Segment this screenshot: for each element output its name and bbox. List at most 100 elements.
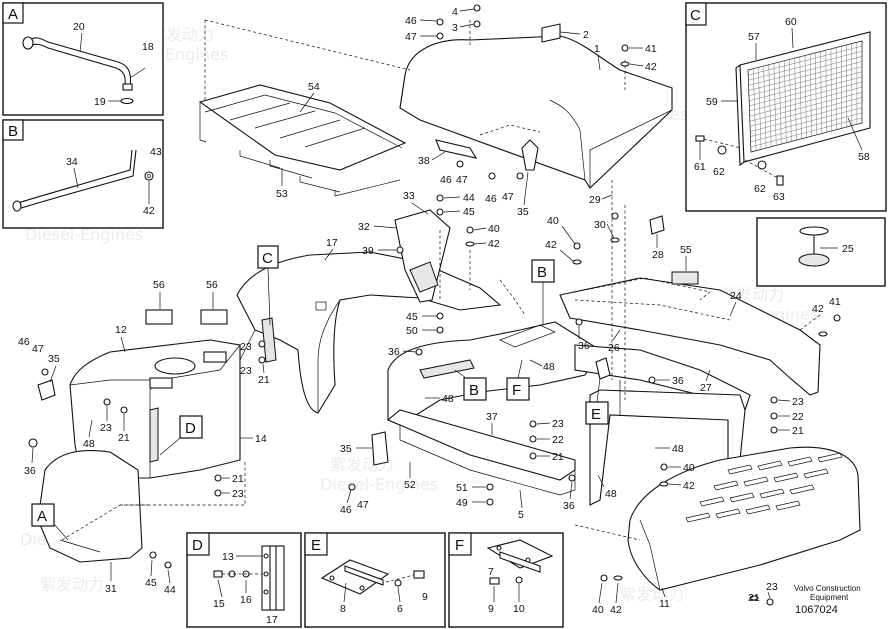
tag-b-mid: [463, 377, 487, 401]
tag-f-letter: F: [512, 382, 521, 399]
callout: 36: [388, 346, 400, 358]
callout: 38: [418, 155, 430, 167]
callout: 49: [456, 497, 468, 509]
callout-8: 8: [340, 603, 346, 615]
callout: 47: [456, 174, 468, 186]
callout: 41: [645, 43, 657, 55]
callout: 2: [583, 29, 589, 41]
callout: 30: [594, 219, 606, 231]
watermark-en: Diesel-Engines: [320, 475, 438, 494]
callout-7: 7: [488, 566, 494, 578]
callout: 40: [683, 462, 695, 474]
callout-62b: 62: [754, 183, 766, 195]
callout: 42: [545, 239, 557, 251]
callout: 36: [563, 500, 575, 512]
callout: 23: [240, 365, 252, 377]
callout-9: 9: [488, 603, 494, 615]
callout-34: 34: [66, 156, 78, 168]
footer-line2: Equipment: [810, 593, 849, 602]
callout-60: 60: [785, 16, 797, 28]
callout: 41: [829, 296, 841, 308]
callout-labels: 46 47 4 3 2 1 41 42 54 38 46 47 46 47 35…: [18, 6, 841, 616]
callout: 29: [589, 194, 601, 206]
callout: 46: [18, 336, 30, 348]
callout: 3: [452, 22, 458, 34]
top-cover-panel: [399, 35, 673, 189]
drawing-number: 1067024: [795, 604, 838, 616]
callout: 44: [164, 584, 176, 596]
callout-9: 9: [422, 591, 428, 603]
inset-f: F 7 9 10: [448, 532, 564, 628]
callout: 50: [406, 325, 418, 337]
callout-19: 19: [94, 96, 106, 108]
inset-e: E 8 6 9: [304, 532, 446, 628]
callout: 42: [683, 480, 695, 492]
inset-f-tag: [448, 532, 472, 556]
callout: 23: [552, 418, 564, 430]
callout: 23: [792, 396, 804, 408]
view-tags: C D A B B F E: [31, 245, 609, 541]
callout: 32: [358, 221, 370, 233]
callout: 11: [659, 598, 670, 610]
callout: 36: [578, 340, 590, 352]
inset-a-tag: [2, 2, 24, 24]
callout: 47: [32, 343, 44, 355]
callout: 21: [748, 592, 760, 604]
callout: 46: [340, 504, 352, 516]
callout-58: 58: [858, 151, 870, 163]
callout-15: 15: [213, 598, 225, 610]
watermark-cn: 紫发动力: [620, 585, 684, 604]
callout-18: 18: [142, 41, 154, 53]
inset-a-letter: A: [8, 6, 18, 23]
callout: 42: [488, 238, 500, 250]
callout: 48: [672, 443, 684, 455]
callout: 23: [100, 422, 112, 434]
inset-c-letter: C: [690, 7, 701, 24]
callout-63: 63: [773, 191, 785, 203]
inset-b-frame: [2, 119, 164, 229]
callout: 42: [645, 61, 657, 73]
callout: 44: [463, 192, 475, 204]
callout: 46: [405, 15, 417, 27]
callout: 21: [258, 374, 270, 386]
footer: Volvo Construction Equipment 1067024: [794, 584, 861, 616]
callout: 45: [145, 577, 157, 589]
callout: 4: [452, 6, 458, 18]
inset-a: A 20 18 19: [2, 2, 164, 116]
callout: 36: [24, 465, 36, 477]
tag-b-mid-letter: B: [469, 382, 479, 399]
callout: 42: [610, 604, 622, 616]
inset-e-tag: [304, 532, 328, 556]
inset-e-letter: E: [311, 537, 321, 554]
tag-e-letter: E: [591, 406, 601, 423]
callout-16: 16: [240, 594, 252, 606]
callout: 27: [700, 382, 712, 394]
callout-57: 57: [748, 31, 760, 43]
tag-c-letter: C: [262, 250, 273, 267]
callout-13: 13: [222, 551, 234, 563]
callout: 42: [812, 303, 824, 315]
hardware: [28, 4, 841, 606]
bracket-32: [394, 209, 451, 303]
inset-c-tag: [685, 2, 707, 26]
callout: 46: [440, 174, 452, 186]
inset-d-letter: D: [192, 537, 203, 554]
callout: 21: [552, 451, 564, 463]
callout: 17: [326, 237, 338, 249]
callout: 35: [517, 206, 529, 218]
callout-43: 43: [150, 146, 162, 158]
tray-54: [198, 84, 407, 197]
tag-d: [179, 415, 203, 439]
tag-d-letter: D: [185, 420, 196, 437]
assembly-lines: [120, 19, 821, 541]
callout: 5: [518, 509, 524, 521]
callout: 47: [502, 191, 514, 203]
callout: 56: [153, 279, 165, 291]
hinge-d-part: [213, 545, 285, 611]
callout: 46: [485, 193, 497, 205]
inset-c: C 57 60 59 58 61 62 62 63: [685, 2, 887, 212]
callout-59: 59: [706, 96, 718, 108]
mesh-panel: [735, 31, 871, 167]
inset-b: B 34 43 42: [2, 119, 164, 229]
